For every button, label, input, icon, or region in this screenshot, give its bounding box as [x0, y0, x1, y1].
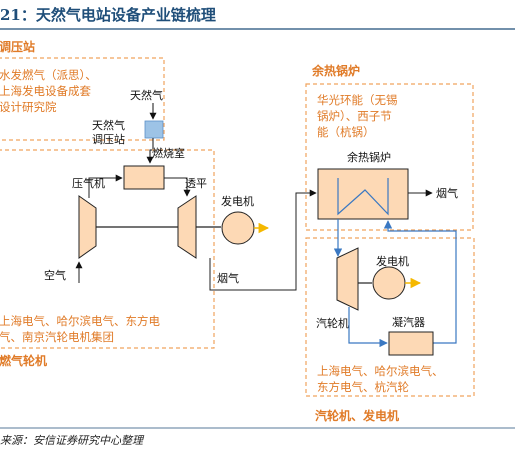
gt-supplier-line-2: 气、南京汽轮电机集团: [0, 330, 114, 344]
combustor-to-turbine-arrow: [164, 177, 191, 197]
steam-turbine-dashed-box: [305, 237, 475, 397]
boiler-supplier-line-1: 华光环能（无锡: [317, 93, 398, 107]
turbine-label: 透平: [185, 177, 207, 190]
air-label: 空气: [44, 268, 66, 282]
source-note: 来源：安信证券研究中心整理: [0, 434, 145, 447]
regulator-dashed-box: [0, 57, 165, 141]
station-label-line-2: 调压站: [92, 132, 125, 146]
st-supplier-line-2: 东方电气、杭汽轮: [317, 380, 409, 394]
compressor-shape: [78, 195, 97, 259]
compressor-to-combustor-arrow: [88, 174, 123, 198]
station-label-line-1: 天然气: [92, 118, 125, 132]
boiler-heat-exchanger-coil: [337, 178, 389, 216]
gt-flue-gas-label: 烟气: [217, 271, 239, 285]
boiler-block: [317, 168, 409, 220]
condensate-return-arrow: [383, 220, 457, 344]
boiler-box-title: 余热锅炉: [311, 63, 360, 78]
boiler-supplier-line-2: 锅炉）、西子节: [317, 109, 392, 123]
boiler-label: 余热锅炉: [347, 150, 391, 164]
combustor-label: 燃烧室: [152, 146, 185, 160]
regulator-supplier-line-1: 水发燃气（派思）、: [0, 68, 97, 82]
st-supplier-line-1: 上海电气、哈尔滨电气、: [317, 364, 444, 378]
condenser-label: 凝汽器: [392, 315, 425, 329]
boiler-dashed-box: [305, 83, 474, 231]
flue-gas-to-boiler-arrow: [209, 189, 317, 291]
combustor-block: [123, 165, 165, 190]
gt-generator-label: 发电机: [221, 194, 254, 208]
turbine-shape: [177, 195, 197, 259]
regulator-box-title: 调压站: [0, 39, 35, 54]
regulator-supplier-line-2: 上海发电设备成套: [0, 84, 91, 98]
steam-turbine-label: 汽轮机: [316, 316, 349, 330]
boiler-flue-gas-label: 烟气: [436, 186, 458, 200]
steam-turbine-caption: 汽轮机、发电机: [315, 408, 399, 423]
gas-turbine-caption: 燃气轮机: [0, 353, 47, 368]
condenser-block: [388, 331, 434, 356]
natural-gas-label: 天然气: [130, 88, 163, 102]
gt-supplier-line-1: 上海电气、哈尔滨电气、东方电: [0, 314, 160, 328]
steam-turbine-shape: [336, 247, 359, 311]
turbine-to-condenser-arrow: [348, 307, 388, 348]
boiler-supplier-line-3: 能（杭锅）: [317, 125, 375, 139]
gas-to-combustor-arrow: [146, 138, 154, 164]
gt-generator-circle: [221, 211, 255, 245]
st-generator-circle: [372, 266, 406, 300]
gas-turbine-dashed-box: [0, 149, 215, 349]
st-generator-label: 发电机: [376, 254, 409, 268]
regulator-supplier-line-3: 设计研究院: [0, 100, 57, 114]
regulator-station-block: [144, 120, 164, 139]
page-title: 21：天然气电站设备产业链梳理: [0, 6, 216, 24]
